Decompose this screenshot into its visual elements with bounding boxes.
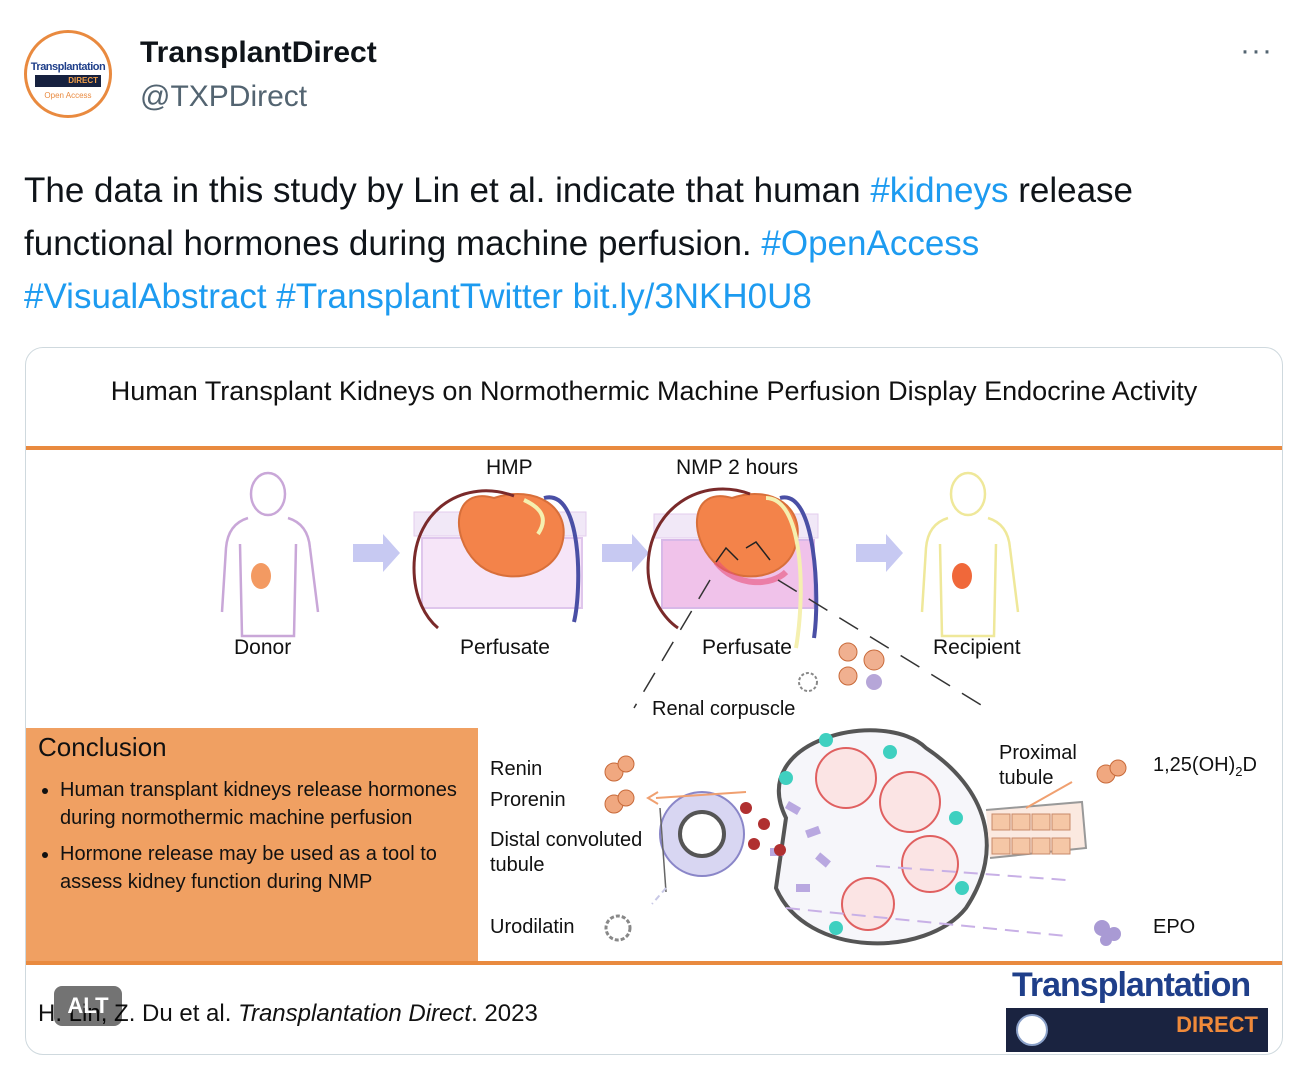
avatar[interactable]: Transplantation DIRECT Open Access (24, 30, 112, 118)
urodilatin-icon-top (798, 672, 818, 692)
bottom-divider (26, 961, 1282, 965)
label-urodilatin: Urodilatin (490, 916, 575, 938)
abstract-title: Human Transplant Kidneys on Normothermic… (110, 376, 1198, 406)
hashtag-openaccess[interactable]: #OpenAccess (761, 224, 980, 263)
society-seal-icon (1016, 1014, 1048, 1046)
tweet-text: The data in this study by Lin et al. ind… (24, 164, 1284, 323)
arrow-hmp-nmp (602, 534, 649, 572)
recipient-kidney-icon (952, 563, 972, 589)
journal-logo: Transplantation DIRECT (1006, 966, 1268, 1054)
media-image[interactable]: Human Transplant Kidneys on Normothermic… (25, 347, 1283, 1055)
label-perfusate-hmp: Perfusate (460, 636, 550, 659)
logo-bar: DIRECT (1006, 1008, 1268, 1052)
hashtag-kidneys[interactable]: #kidneys (870, 171, 1009, 210)
vitamin-d-end: D (1242, 754, 1257, 776)
author-name[interactable]: TransplantDirect (140, 36, 377, 69)
zoom-lines (633, 579, 987, 709)
label-vitamin-d: 1,25(OH)2D (1153, 754, 1257, 779)
donor-kidney-icon (251, 563, 271, 589)
avatar-logo-sub: DIRECT (35, 75, 101, 87)
conclusion-item: Human transplant kidneys release hormone… (60, 776, 470, 832)
logo-text-top: Transplantation (1012, 966, 1251, 1004)
avatar-open-access: Open Access (44, 91, 92, 100)
abstract-illustration (220, 471, 1127, 946)
hashtag-transplanttwitter[interactable]: #TransplantTwitter (276, 277, 563, 316)
label-hmp: HMP (486, 456, 533, 479)
epo-icon-top (866, 674, 882, 690)
renal-corpuscle-diagram (659, 728, 1088, 946)
hormone-icons-top (838, 642, 885, 686)
tweet-text-part: release functional hormones during machi… (24, 171, 1134, 263)
recipient-figure (920, 471, 1020, 638)
label-distal-1: Distal convoluted (490, 829, 643, 851)
label-donor: Donor (234, 636, 292, 659)
renin-icons (604, 755, 1127, 814)
arrow-donor-hmp (353, 534, 400, 572)
label-prorenin: Prorenin (490, 789, 566, 811)
label-nmp: NMP 2 hours (676, 456, 799, 479)
top-divider (26, 446, 1282, 450)
tweet-text-part: The data in this study by Lin et al. ind… (24, 171, 871, 210)
urodilatin-icon (604, 914, 632, 942)
hashtag-visualabstract[interactable]: #VisualAbstract (24, 277, 267, 316)
vitamin-d-sub: 2 (1235, 764, 1243, 779)
conclusion-title: Conclusion (38, 732, 167, 762)
conclusion-item: Hormone release may be used as a tool to… (60, 840, 470, 896)
nmp-device (646, 487, 819, 649)
vitamin-d-part: 1,25(OH) (1153, 754, 1236, 776)
citation-year: . 2023 (471, 1000, 538, 1027)
citation-journal: Transplantation Direct (238, 1000, 472, 1027)
conclusion-list: Human transplant kidneys release hormone… (34, 776, 470, 904)
alt-text-badge[interactable]: ALT (54, 986, 122, 1026)
label-perfusate-nmp: Perfusate (702, 636, 792, 659)
conclusion-box: Conclusion Human transplant kidneys rele… (26, 728, 478, 961)
donor-figure (220, 471, 320, 638)
label-recipient: Recipient (933, 636, 1021, 659)
logo-text-bottom: DIRECT (1176, 1012, 1258, 1037)
label-proximal-1: Proximal (999, 742, 1077, 764)
hmp-device (412, 489, 587, 630)
tweet-link[interactable]: bit.ly/3NKH0U8 (572, 277, 812, 316)
author-handle[interactable]: @TXPDirect (140, 80, 308, 113)
label-renal-corpuscle: Renal corpuscle (652, 698, 796, 720)
more-options-icon[interactable]: ··· (1240, 34, 1273, 67)
arrow-nmp-recipient (856, 534, 903, 572)
epo-icon (1094, 920, 1121, 946)
label-renin: Renin (490, 758, 543, 780)
avatar-logo-text: Transplantation (30, 61, 106, 73)
label-distal-2: tubule (490, 854, 545, 876)
label-proximal-2: tubule (999, 767, 1054, 789)
label-epo: EPO (1153, 916, 1196, 938)
